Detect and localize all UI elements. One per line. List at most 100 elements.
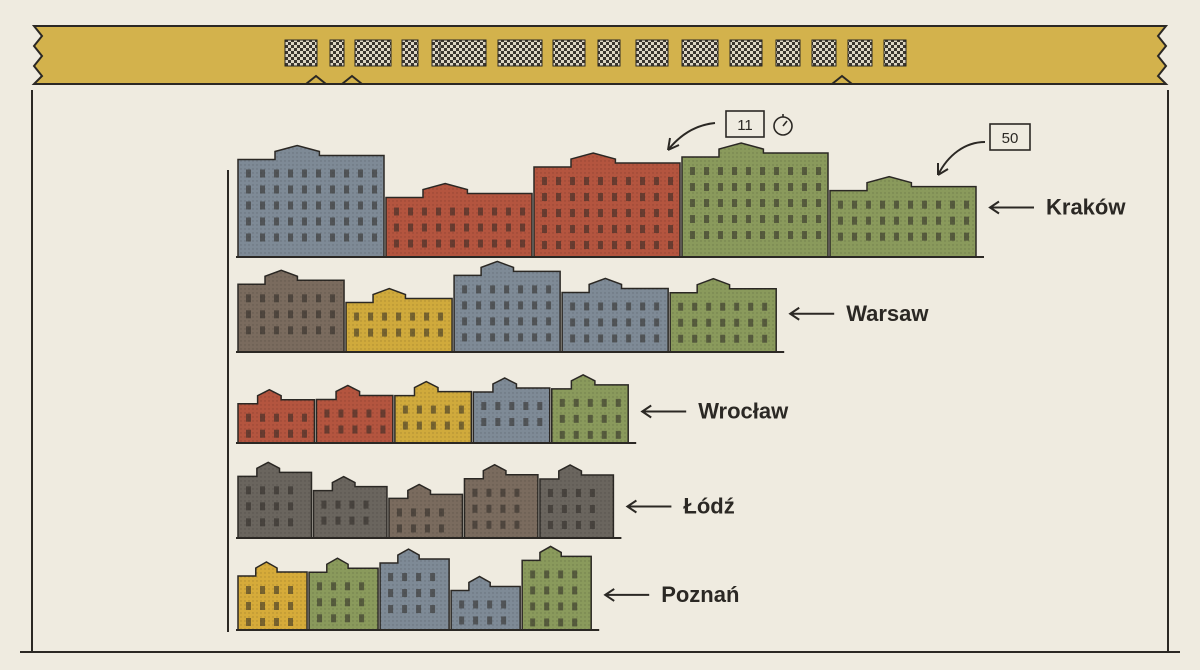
window-mark	[345, 582, 351, 591]
window-mark	[490, 301, 496, 310]
window-mark	[396, 328, 402, 337]
window-mark	[573, 414, 579, 423]
window-mark	[424, 524, 430, 533]
arrow-left-icon	[988, 200, 1034, 215]
window-mark	[626, 318, 632, 327]
window-mark	[950, 232, 955, 241]
window-mark	[424, 508, 430, 517]
window-mark	[388, 605, 394, 614]
window-mark	[246, 518, 251, 527]
window-mark	[246, 310, 251, 319]
window-mark	[410, 524, 416, 533]
window-mark	[372, 169, 377, 178]
window-mark	[330, 233, 335, 242]
window-mark	[274, 185, 279, 194]
window-mark	[316, 294, 321, 303]
window-mark	[615, 430, 621, 439]
window-mark	[372, 217, 377, 226]
window-mark	[570, 302, 576, 311]
window-mark	[288, 326, 293, 335]
window-mark	[330, 310, 335, 319]
window-mark	[504, 285, 510, 294]
window-mark	[558, 602, 564, 611]
window-mark	[518, 317, 524, 326]
window-mark	[430, 605, 436, 614]
window-mark	[344, 233, 349, 242]
window-mark	[372, 233, 377, 242]
window-mark	[654, 334, 660, 343]
window-mark	[288, 618, 293, 627]
window-mark	[654, 302, 660, 311]
window-mark	[408, 207, 413, 216]
window-mark	[354, 328, 360, 337]
window-mark	[816, 183, 821, 192]
window-mark	[542, 225, 547, 234]
window-mark	[547, 488, 553, 497]
window-mark	[500, 520, 506, 529]
window-mark	[866, 216, 871, 225]
window-mark	[246, 217, 251, 226]
window-mark	[352, 425, 358, 434]
arrow-left-icon	[640, 404, 687, 419]
window-mark	[462, 301, 468, 310]
window-mark	[260, 518, 265, 527]
window-mark	[288, 294, 293, 303]
window-mark	[335, 516, 341, 525]
window-mark	[462, 285, 468, 294]
window-mark	[330, 201, 335, 210]
window-mark	[486, 488, 492, 497]
annotation-50: 50	[937, 123, 1031, 176]
title-block	[329, 39, 345, 67]
window-mark	[532, 285, 538, 294]
title-block	[597, 39, 621, 67]
window-mark	[640, 302, 646, 311]
bar-texture	[386, 183, 532, 257]
window-mark	[288, 233, 293, 242]
window-mark	[640, 193, 645, 202]
window-mark	[640, 241, 645, 250]
window-mark	[626, 241, 631, 250]
window-mark	[316, 185, 321, 194]
window-mark	[430, 589, 436, 598]
window-mark	[654, 177, 659, 186]
window-mark	[476, 301, 482, 310]
window-mark	[464, 223, 469, 232]
window-mark	[274, 310, 279, 319]
window-mark	[547, 504, 553, 513]
window-mark	[654, 193, 659, 202]
window-mark	[523, 418, 529, 427]
window-mark	[720, 302, 726, 311]
window-mark	[302, 429, 307, 438]
window-mark	[481, 418, 487, 427]
window-mark	[546, 285, 552, 294]
window-mark	[518, 333, 524, 342]
window-mark	[626, 225, 631, 234]
window-mark	[559, 398, 565, 407]
window-mark	[274, 294, 279, 303]
window-mark	[760, 215, 765, 224]
window-mark	[288, 502, 293, 511]
window-mark	[478, 207, 483, 216]
window-mark	[274, 429, 279, 438]
window-mark	[380, 425, 386, 434]
window-mark	[734, 334, 740, 343]
window-mark	[964, 232, 969, 241]
window-mark	[302, 413, 307, 422]
window-mark	[366, 425, 372, 434]
bar-row: Wrocław	[236, 374, 789, 444]
window-mark	[654, 318, 660, 327]
window-mark	[587, 414, 593, 423]
window-mark	[260, 185, 265, 194]
title-block	[552, 39, 586, 67]
window-mark	[584, 302, 590, 311]
window-mark	[570, 334, 576, 343]
bar-row: Warsaw	[236, 260, 929, 353]
window-mark	[462, 333, 468, 342]
window-mark	[537, 402, 543, 411]
window-mark	[450, 239, 455, 248]
window-mark	[788, 215, 793, 224]
window-mark	[612, 241, 617, 250]
window-mark	[274, 169, 279, 178]
window-mark	[388, 589, 394, 598]
window-mark	[436, 207, 441, 216]
